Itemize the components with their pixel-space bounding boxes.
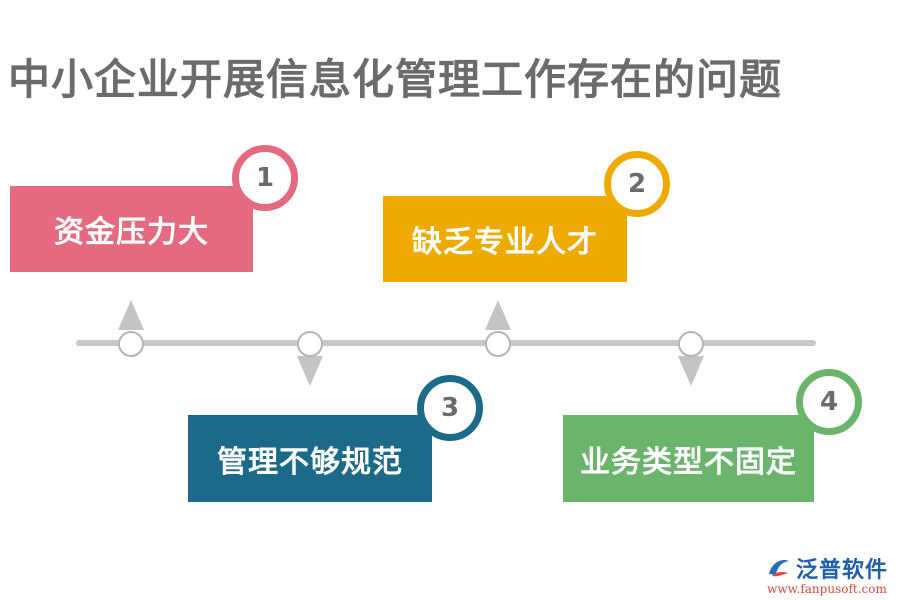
arrow-up-icon: [118, 300, 144, 330]
timeline-node-1: [118, 331, 144, 357]
brand-url: www.fanpusoft.com: [767, 582, 887, 596]
number-badge-2: 2: [604, 151, 670, 217]
brand-name: 泛普软件: [795, 558, 888, 583]
brand-logo: 泛普软件 www.fanpusoft.com: [766, 552, 888, 596]
number-2: 2: [627, 169, 647, 199]
problem-box-3: 管理不够规范: [188, 415, 432, 502]
timeline-line: [76, 340, 816, 346]
problem-label-2: 缺乏专业人才: [412, 225, 598, 260]
timeline-node-2: [297, 331, 323, 357]
number-3: 3: [440, 393, 460, 423]
problem-label-4: 业务类型不固定: [580, 444, 797, 480]
number-badge-3: 3: [417, 375, 483, 441]
arrow-down-icon: [678, 356, 704, 386]
arrow-up-icon: [485, 300, 511, 330]
problem-box-2: 缺乏专业人才: [383, 196, 627, 282]
problem-box-4: 业务类型不固定: [563, 415, 814, 502]
arrow-down-icon: [297, 356, 323, 386]
fanpu-logo-icon: [768, 560, 789, 577]
timeline-node-3: [485, 331, 511, 357]
page-title: 中小企业开展信息化管理工作存在的问题: [8, 55, 783, 104]
number-1: 1: [255, 163, 275, 193]
number-4: 4: [819, 387, 839, 417]
problem-label-1: 资金压力大: [54, 215, 209, 250]
problem-label-3: 管理不够规范: [217, 444, 403, 480]
number-badge-1: 1: [232, 145, 298, 211]
timeline-node-4: [678, 331, 704, 357]
problem-box-1: 资金压力大: [10, 186, 253, 272]
number-badge-4: 4: [796, 369, 862, 435]
